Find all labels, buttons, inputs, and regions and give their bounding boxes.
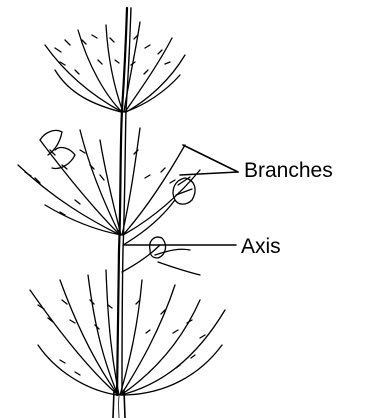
branches-leader-lower: [180, 172, 238, 175]
branches-label: Branches: [244, 160, 333, 181]
axis-label: Axis: [241, 236, 281, 257]
middle-whorl: [18, 128, 200, 235]
top-whorl: [45, 22, 185, 112]
leader-lines: [124, 145, 238, 245]
bottom-whorl: [30, 270, 225, 395]
branches-leader-upper: [183, 145, 238, 172]
side-branch: [122, 177, 200, 275]
